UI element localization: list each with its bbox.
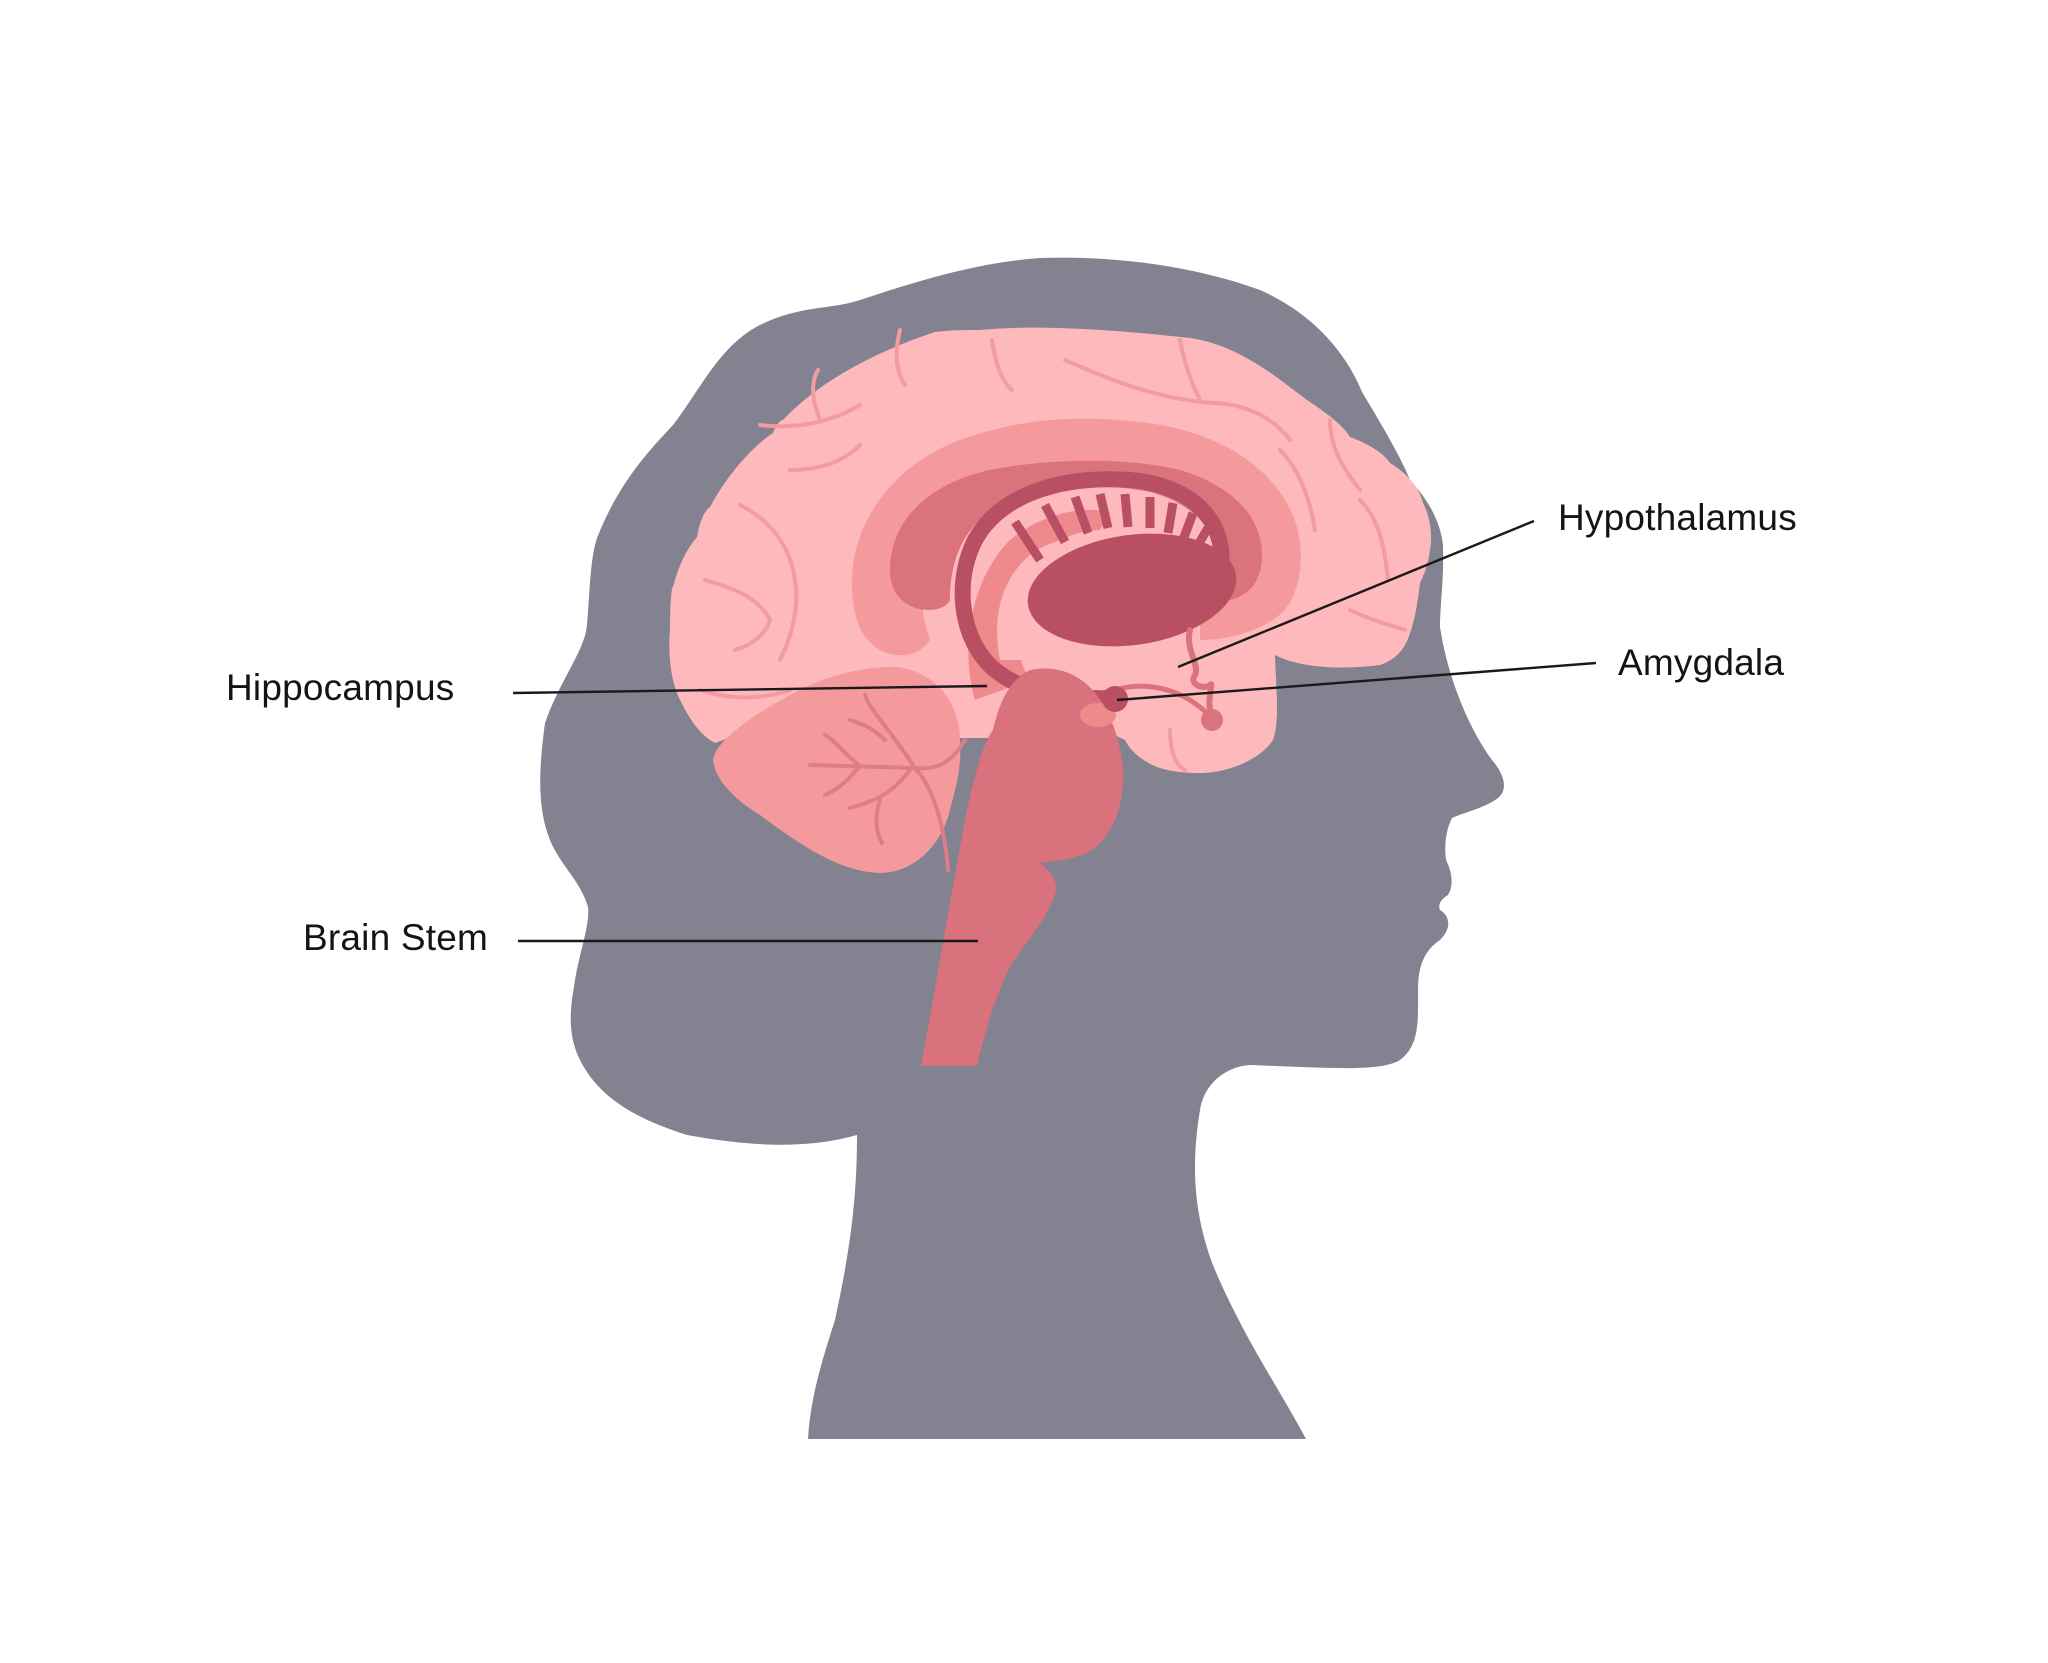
thalamus (1027, 533, 1237, 647)
fornix-branch (1112, 683, 1215, 721)
label-amygdala: Amygdala (1618, 642, 1785, 683)
corpus-callosum (890, 460, 1262, 610)
amygdala-leader (1116, 661, 1597, 702)
hypothalamus-leader (1177, 519, 1535, 669)
cerebellum-veins (808, 693, 967, 872)
cortex-sulci (698, 328, 1407, 772)
amygdala-dot (1102, 686, 1128, 712)
cerebellum (713, 666, 961, 873)
fornix (954, 471, 1230, 707)
mammillary-body (1201, 709, 1223, 731)
label-hippocampus: Hippocampus (226, 667, 455, 708)
hippocampus-leader (512, 684, 988, 695)
brain-stem (921, 668, 1124, 1066)
leader-lines (512, 519, 1597, 943)
label-hypothalamus: Hypothalamus (1558, 497, 1797, 538)
inner-light-arc (997, 537, 1095, 660)
label-brain-stem: Brain Stem (303, 917, 489, 958)
